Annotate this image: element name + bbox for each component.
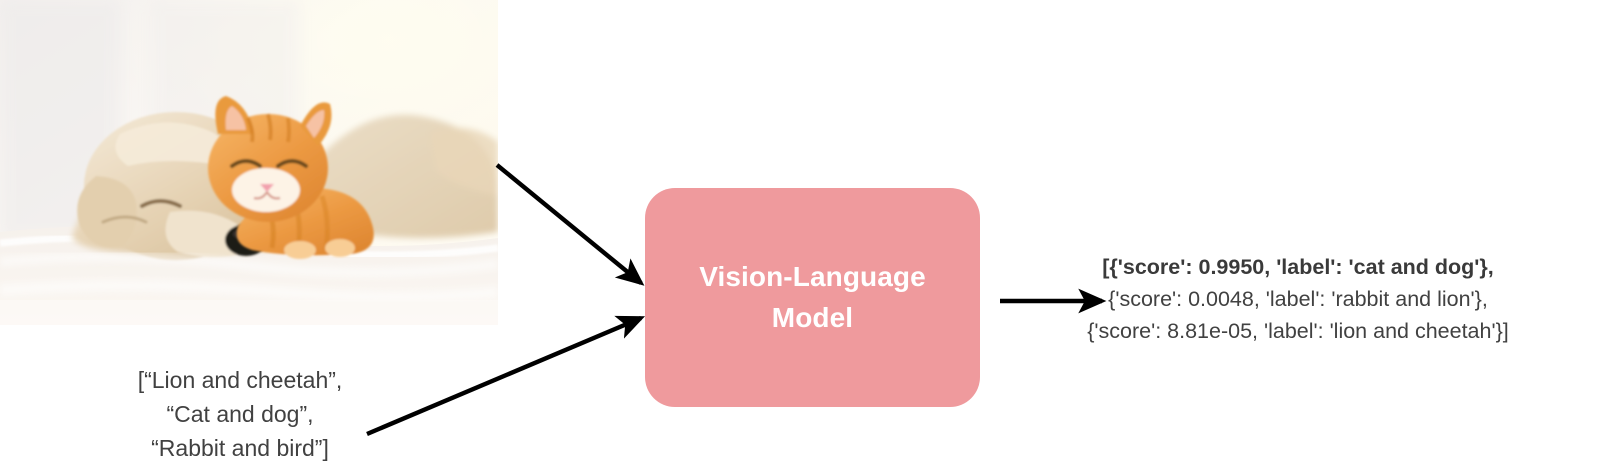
arrow-prompt-to-model	[366, 315, 646, 437]
input-image	[0, 0, 498, 325]
output-text: [{'score': 0.9950, 'label': 'cat and dog…	[1048, 252, 1548, 347]
model-box-label: Vision-Language Model	[699, 260, 926, 333]
model-box: Vision-Language Model	[645, 188, 980, 407]
output-line-2: {'score': 0.0048, 'label': 'rabbit and l…	[1108, 286, 1488, 311]
arrow-image-to-model	[495, 163, 645, 286]
puppy-kitten-photo	[0, 0, 498, 325]
output-line-3: {'score': 8.81e-05, 'label': 'lion and c…	[1087, 318, 1509, 343]
prompt-text: [“Lion and cheetah”, “Cat and dog”, “Rab…	[137, 367, 343, 461]
output-line-1: [{'score': 0.9950, 'label': 'cat and dog…	[1102, 255, 1494, 279]
